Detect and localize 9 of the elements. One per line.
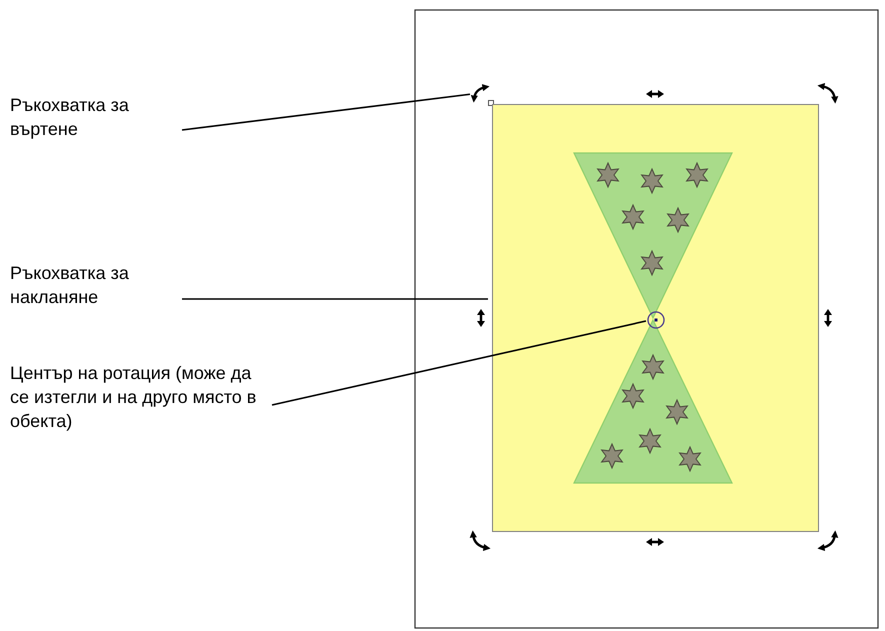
callout-text: Ръкохватка за въртене <box>10 94 130 141</box>
selected-object <box>492 104 819 532</box>
leader-line <box>182 298 488 300</box>
rotation-center-icon <box>647 311 665 329</box>
callout-text: Ръкохватка за накланяне <box>10 262 130 309</box>
leader-line <box>272 320 646 406</box>
callout-text: Център на ротация (може да се изтегли и на друго място в обекта) <box>10 362 258 433</box>
leader-line <box>182 93 470 131</box>
rotate-handle-icon <box>470 83 490 103</box>
